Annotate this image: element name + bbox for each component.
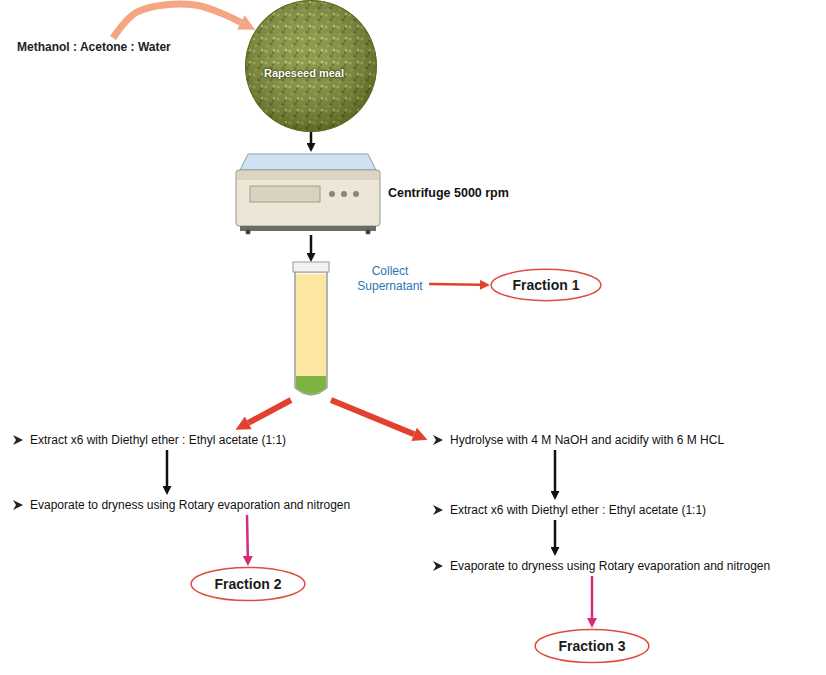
circle-outline [245,0,377,132]
node-text: Fraction 2 [215,576,282,592]
tube-step: Collect Supernatant [291,262,429,400]
node-text: Centrifuge 5000 rpm [388,186,509,200]
centrifuge-wheel [366,230,371,235]
node-text: Evaporate to dryness using Rotary evapor… [30,498,350,512]
reagent-label: Methanol : Acetone : Water [14,38,174,56]
centrifuge-body [236,170,380,226]
bullet-arrow [13,435,23,445]
flow-arrow [248,400,291,423]
flow-arrow [310,132,313,143]
bullet-arrow [433,505,443,515]
ellipse-outline [191,567,305,600]
bullet-arrow [432,504,444,516]
ellipse-outline [491,269,601,300]
sample-circle: Rapeseed meal [245,0,377,132]
node-text: Methanol : Acetone : Water [17,40,171,54]
process-step: Hydrolyse with 4 M NaOH and acidify with… [428,430,728,450]
bullet-arrow [433,435,443,445]
tube-pellet [296,376,326,394]
fraction-ellipse: Fraction 1 [490,268,602,302]
tube-cap [293,262,329,272]
flow-arrow [554,450,557,491]
node-text: Evaporate to dryness using Rotary evapor… [450,559,770,573]
centrifuge-panel [250,186,320,202]
fraction-ellipse: Fraction 3 [534,628,650,664]
centrifuge-knob [353,191,359,197]
tube-glass [295,272,327,395]
node-text: Hydrolyse with 4 M NaOH and acidify with… [450,433,724,447]
centrifuge-knob [329,191,335,197]
tube-outline [295,272,327,395]
centrifuge-step: Centrifuge 5000 rpm [232,152,380,235]
tube-supernatant [296,274,326,376]
flow-arrow [591,576,594,618]
bullet-arrow [432,434,444,446]
meal-shading [245,0,377,132]
process-step: Extract x6 with Diethyl ether : Ethyl ac… [428,500,710,520]
centrifuge-lid [240,154,376,170]
fraction-ellipse: Fraction 2 [190,566,306,602]
bullet-arrow [12,499,24,511]
node-text: Fraction 3 [559,638,626,654]
node-text: Extract x6 with Diethyl ether : Ethyl ac… [450,503,706,517]
rapeseed-meal-photo [245,0,377,132]
bullet-arrow [13,500,23,510]
tube-picture [293,262,329,395]
meal-texture [245,0,377,132]
node-text: Rapeseed meal [264,67,344,79]
node-text: Fraction 1 [513,277,580,293]
bullet-arrow [433,561,443,571]
ellipse-outline [535,629,649,662]
flow-arrow [113,4,241,38]
flow-arrow [166,450,169,486]
centrifuge-picture [236,154,380,235]
centrifuge-strip [237,171,379,180]
centrifuge-base [240,226,376,231]
process-step: Evaporate to dryness using Rotary evapor… [8,495,354,515]
centrifuge-wheel [246,230,251,235]
process-step: Evaporate to dryness using Rotary evapor… [428,556,774,576]
centrifuge-knob [341,191,347,197]
flow-arrow [429,283,480,286]
circle-outline [246,1,377,132]
process-step: Extract x6 with Diethyl ether : Ethyl ac… [8,430,290,450]
flow-arrow [310,235,313,253]
bullet-arrow [12,434,24,446]
bullet-arrow [432,560,444,572]
node-text: Extract x6 with Diethyl ether : Ethyl ac… [30,433,286,447]
node-text: Collect Supernatant [351,264,429,294]
flow-arrow [246,515,249,556]
flow-arrow [331,400,414,434]
flow-arrow [554,520,557,547]
